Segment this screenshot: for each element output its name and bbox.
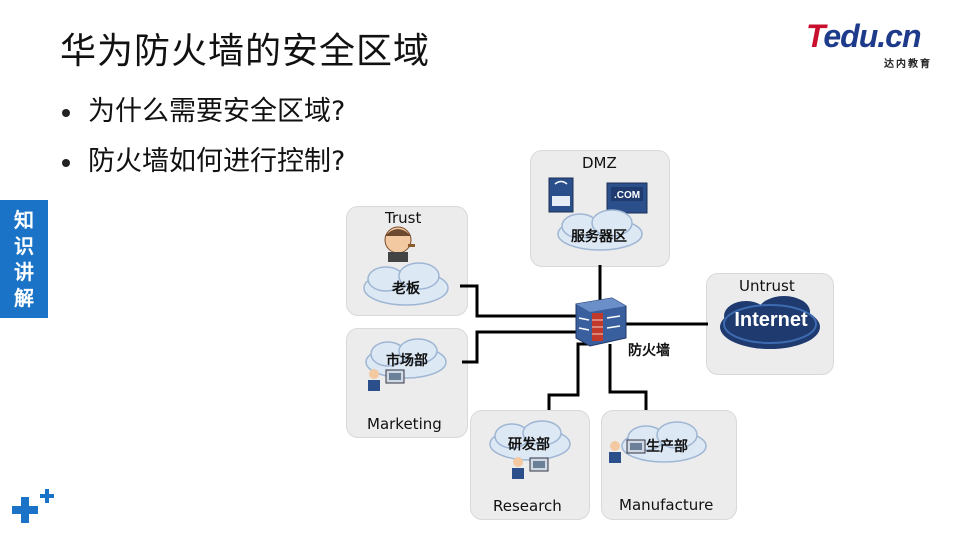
web-server-icon: .COM [606, 182, 648, 214]
cloud-research [489, 420, 571, 461]
cloud-label-manufacture: 生产部 [646, 439, 688, 455]
link-marketing [462, 330, 576, 364]
cloud-manufacture [621, 421, 707, 463]
clouds [363, 209, 707, 463]
link-research [547, 342, 590, 410]
zone-name-marketing: Marketing [367, 415, 442, 433]
side-tab-char: 讲 [14, 260, 34, 284]
server-icon [548, 177, 574, 213]
link-manufacture [608, 344, 648, 410]
firewall-label: 防火墙 [628, 343, 670, 359]
internet-cloud-icon [720, 296, 820, 349]
cloud-label-trust: 老板 [392, 281, 420, 297]
logo-wordmark: Tedu.cn [806, 18, 921, 54]
com-badge: .COM [614, 190, 640, 201]
tedu-logo: Tedu.cn 达内教育 [806, 18, 936, 70]
zone-name-research: Research [493, 497, 562, 515]
user-workstation-icon [609, 439, 646, 463]
side-tab-char: 识 [14, 234, 34, 258]
bullet-item: 为什么需要安全区域? [60, 90, 345, 140]
cloud-label-dmz: 服务器区 [571, 229, 627, 245]
plus-decoration-icon [12, 489, 54, 523]
bullet-list: 为什么需要安全区域? 防火墙如何进行控制? [60, 90, 345, 190]
side-tab-char: 知 [14, 208, 34, 232]
network-links [460, 265, 708, 410]
zone-name-untrust: Untrust [739, 277, 795, 295]
user-workstation-icon [512, 457, 549, 479]
cloud-label-internet: Internet [734, 309, 808, 331]
bullet-item: 防火墙如何进行控制? [60, 140, 345, 190]
side-tab-knowledge: 知 识 讲 解 [0, 200, 48, 318]
logo-subtitle: 达内教育 [884, 59, 932, 70]
zone-name-trust: Trust [385, 209, 422, 227]
link-trust [460, 284, 576, 318]
boss-person-icon [384, 226, 415, 262]
cloud-trust [363, 262, 449, 306]
cloud-label-research: 研发部 [508, 437, 550, 453]
slide-title: 华为防火墙的安全区域 [60, 31, 431, 72]
zone-name-dmz: DMZ [582, 154, 617, 172]
zone-name-manufacture: Manufacture [619, 496, 714, 514]
firewall-icon [575, 297, 627, 347]
cloud-dmz [557, 209, 643, 251]
cloud-label-marketing: 市场部 [386, 353, 428, 369]
user-workstation-icon [368, 369, 405, 391]
side-tab-char: 解 [14, 286, 34, 310]
